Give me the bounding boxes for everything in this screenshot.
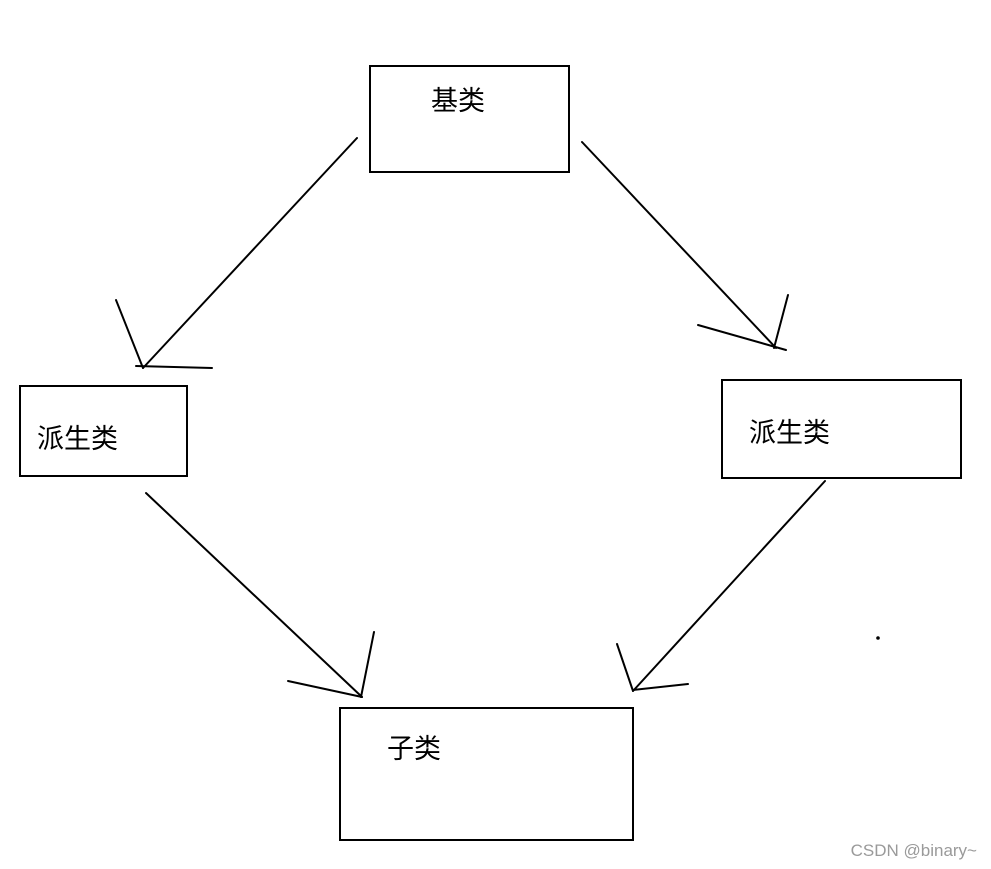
arrow-base-to-left: [115, 137, 358, 369]
derived-class-right-label: 派生类: [749, 418, 830, 449]
derived-class-right-box: 派生类: [721, 379, 962, 479]
base-class-box: 基类: [369, 65, 570, 173]
child-class-box: 子类: [339, 707, 634, 841]
child-class-label: 子类: [387, 734, 441, 765]
arrow-left-to-child: [145, 492, 375, 698]
stray-dot: [876, 636, 880, 640]
arrow-base-to-right: [581, 141, 789, 351]
derived-class-left-label: 派生类: [37, 424, 118, 455]
base-class-label: 基类: [431, 86, 485, 117]
derived-class-left-box: 派生类: [19, 385, 188, 477]
csdn-watermark: CSDN @binary~: [850, 841, 977, 860]
arrow-right-to-child: [616, 480, 826, 692]
